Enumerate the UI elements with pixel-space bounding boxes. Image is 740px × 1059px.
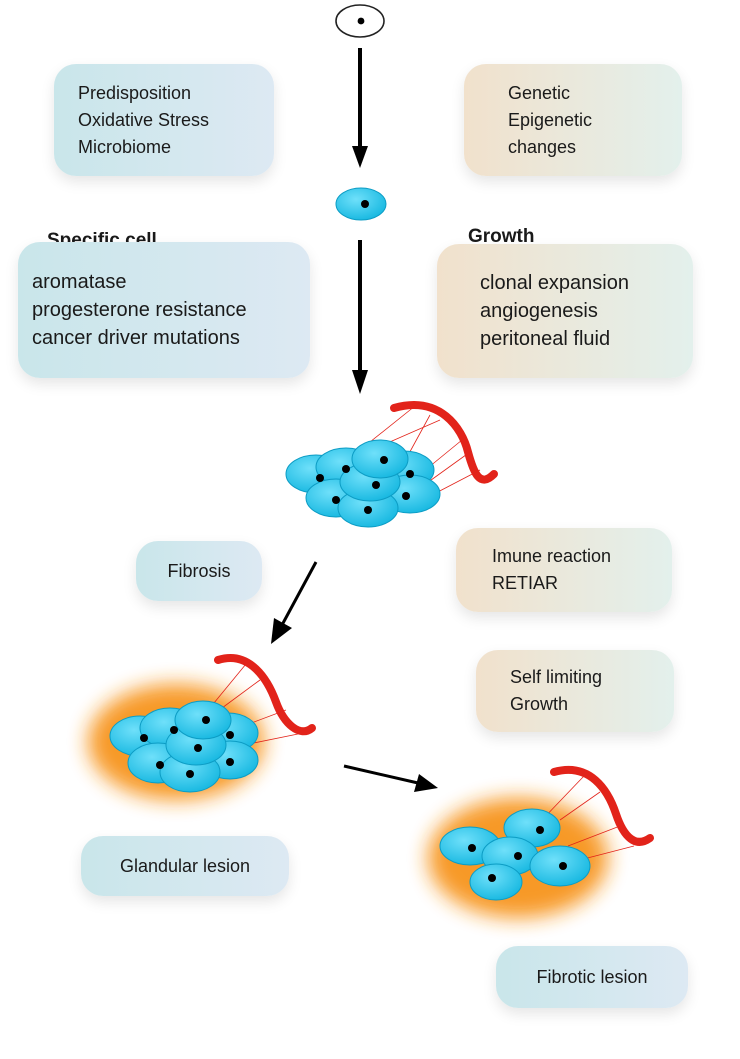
arrow-down-1 bbox=[352, 48, 368, 168]
glandular-lesion-cluster bbox=[88, 654, 316, 800]
specific-cell-line-3: cancer driver mutations bbox=[32, 327, 240, 349]
growth-line-3: peritoneal fluid bbox=[480, 328, 611, 350]
growth-line-2: angiogenesis bbox=[480, 300, 598, 322]
egg-cell-icon bbox=[335, 4, 385, 38]
self-limiting-line-1: Self limiting bbox=[510, 667, 603, 687]
specific-cell-line-1: aromatase bbox=[32, 271, 127, 293]
fibrotic-lesion-box: Fibrotic lesion bbox=[496, 946, 688, 1008]
specific-cell-line-2: progesterone resistance bbox=[32, 299, 247, 321]
glandular-lesion-label: Glandular lesion bbox=[119, 855, 251, 876]
fibrotic-lesion-cluster bbox=[428, 766, 654, 918]
self-limiting-line-2: Growth bbox=[510, 694, 569, 714]
genetic-line-1: Genetic bbox=[508, 82, 571, 103]
arrow-to-fibrotic bbox=[343, 764, 438, 792]
fibrosis-label: Fibrosis bbox=[167, 560, 231, 581]
growth-line-1: clonal expansion bbox=[480, 272, 629, 294]
immune-line-2: RETIAR bbox=[492, 573, 559, 593]
blood-vessel-icon bbox=[539, 766, 654, 863]
immune-line-1: Imune reaction bbox=[492, 546, 612, 566]
immune-reaction-box: Imune reaction RETIAR bbox=[456, 528, 672, 612]
predisposition-line-1: Predisposition bbox=[78, 82, 192, 103]
cell-cluster-growth bbox=[285, 401, 498, 528]
genetic-line-2: Epigenetic bbox=[508, 109, 593, 130]
fibrosis-box: Fibrosis bbox=[136, 541, 262, 601]
genetic-line-3: changes bbox=[508, 136, 577, 157]
fibrotic-lesion-label: Fibrotic lesion bbox=[536, 966, 648, 987]
blood-vessel-icon bbox=[199, 654, 316, 746]
arrow-to-glandular bbox=[271, 561, 318, 644]
growth-heading: Growth bbox=[468, 226, 535, 247]
predisposition-line-2: Oxidative Stress bbox=[78, 109, 210, 130]
self-limiting-box: Self limiting Growth bbox=[476, 650, 674, 732]
blood-vessel-icon bbox=[339, 401, 498, 496]
glandular-lesion-box: Glandular lesion bbox=[81, 836, 289, 896]
arrow-down-2 bbox=[352, 240, 368, 394]
predisposition-line-3: Microbiome bbox=[78, 136, 172, 157]
single-cell-icon bbox=[335, 187, 387, 221]
growth-box: clonal expansion angiogenesis peritoneal… bbox=[437, 244, 693, 378]
genetic-box: Genetic Epigenetic changes bbox=[464, 64, 682, 176]
specific-cell-box: aromatase progesterone resistance cancer… bbox=[18, 242, 310, 378]
predisposition-box: Predisposition Oxidative Stress Microbio… bbox=[54, 64, 274, 176]
